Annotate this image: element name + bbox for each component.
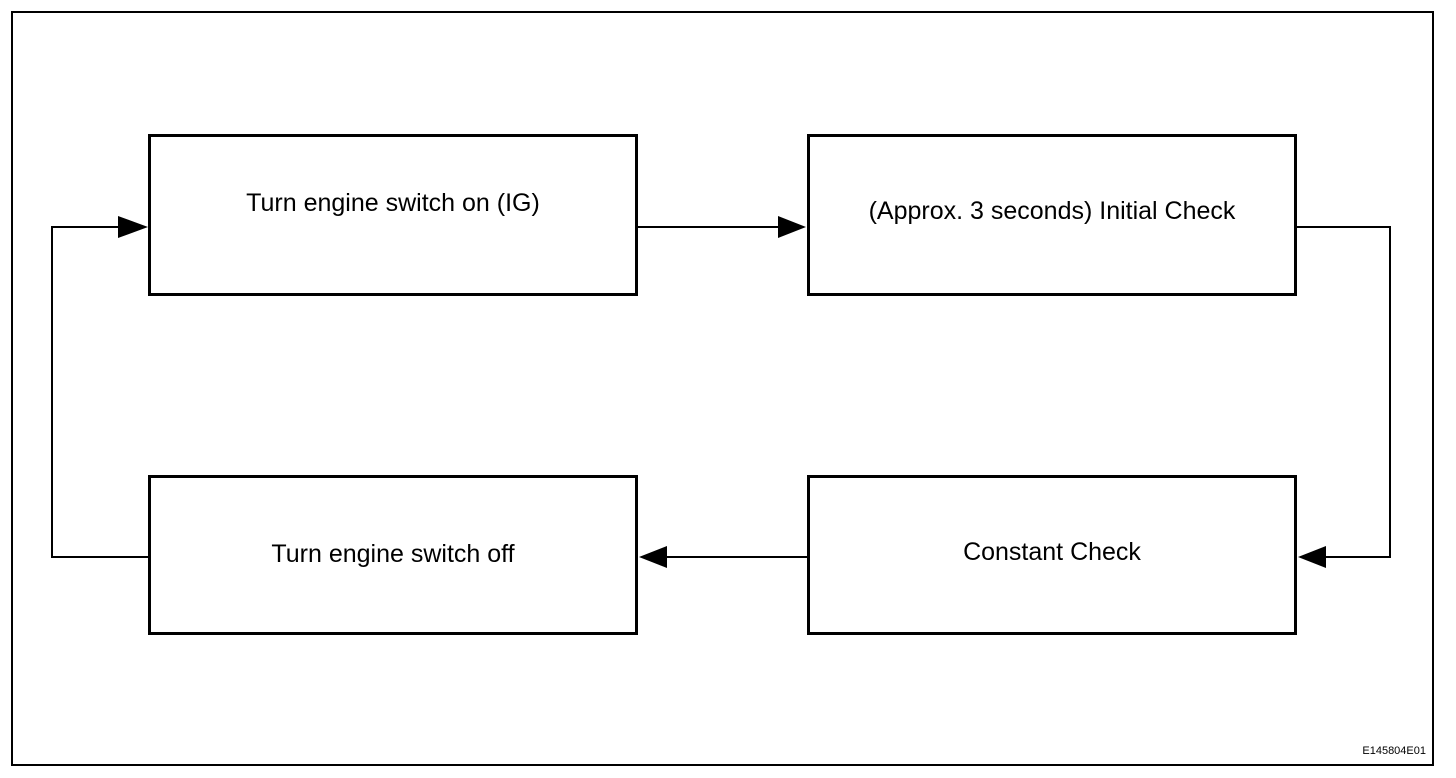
edge-ignition-on-to-initial-check — [638, 216, 806, 238]
node-initial-check: (Approx. 3 seconds) Initial Check — [807, 134, 1297, 296]
arrowhead-right — [118, 216, 148, 238]
figure-code: E145804E01 — [1362, 745, 1426, 757]
arrowhead-right — [778, 216, 806, 238]
arrowhead-left — [639, 546, 667, 568]
node-label: Constant Check — [963, 538, 1141, 566]
node-ignition-off: Turn engine switch off — [148, 475, 638, 635]
edge-ignition-off-to-ignition-on — [51, 216, 148, 558]
arrowhead-left — [1298, 546, 1326, 568]
node-label: Turn engine switch on (IG) — [246, 189, 540, 217]
diagram-frame — [11, 11, 1434, 766]
node-ignition-on: Turn engine switch on (IG) — [148, 134, 638, 296]
node-label: Turn engine switch off — [271, 540, 515, 568]
edge-constant-check-to-ignition-off — [639, 546, 807, 568]
node-label: (Approx. 3 seconds) Initial Check — [868, 197, 1236, 225]
node-constant-check: Constant Check — [807, 475, 1297, 635]
edge-initial-check-to-constant-check — [1297, 226, 1391, 568]
